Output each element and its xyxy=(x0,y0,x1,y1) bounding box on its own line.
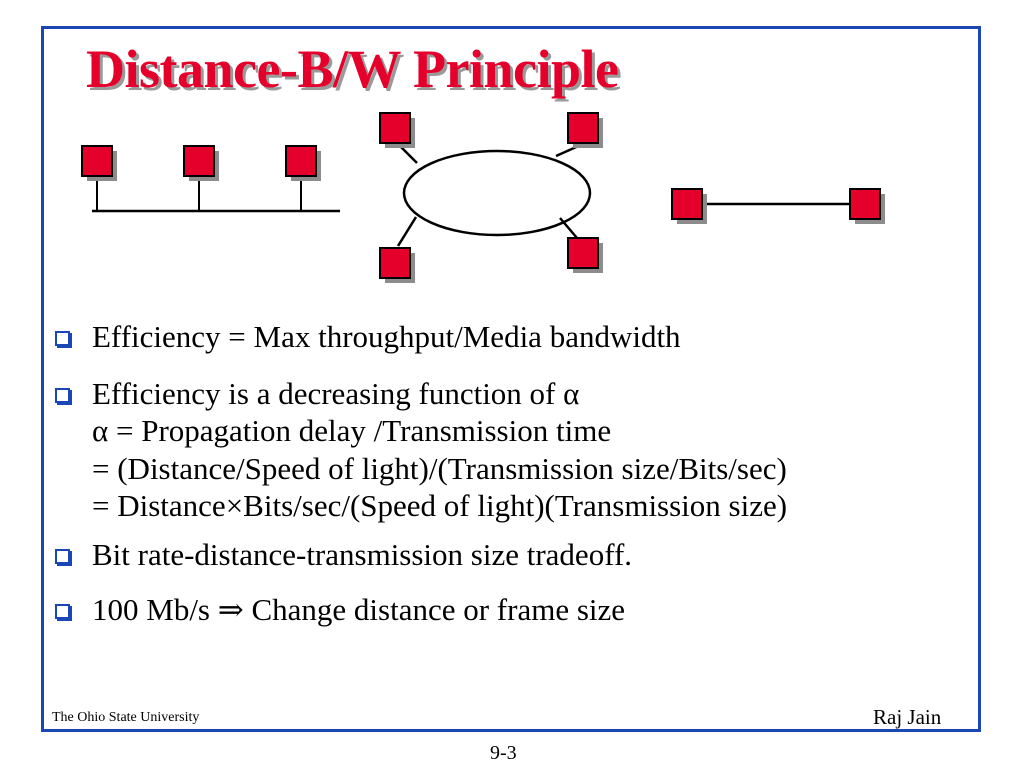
footer-author: Raj Jain xyxy=(873,705,942,729)
bullet-text: 100 Mb/s ⇒ Change distance or frame size xyxy=(92,592,626,628)
bullet-text: Efficiency is a decreasing function of α xyxy=(92,376,580,412)
bus-node-icon xyxy=(81,145,118,182)
ring-topology xyxy=(379,112,604,284)
bullet-text: Bit rate-distance-transmission size trad… xyxy=(92,536,633,572)
slide-title: Distance-B/W Principle xyxy=(86,39,619,99)
footer-institution: The Ohio State University xyxy=(52,710,200,725)
ring-node-icon xyxy=(567,237,604,274)
ring-ellipse xyxy=(402,149,592,237)
bullet-text: Efficiency = Max throughput/Media bandwi… xyxy=(92,319,681,354)
bullet-continuation-text: = (Distance/Speed of light)/(Transmissio… xyxy=(92,450,787,486)
hollow-square-bullet-icon xyxy=(55,331,70,346)
hollow-square-bullet-icon xyxy=(55,604,70,620)
hollow-square-bullet-icon xyxy=(55,548,70,564)
bullet-list: Efficiency = Max throughput/Media bandwi… xyxy=(55,318,985,628)
slide-frame xyxy=(41,26,981,732)
p2p-node-icon xyxy=(849,188,886,225)
hollow-square-bullet-icon xyxy=(55,388,70,404)
bullet-item: Efficiency = Max throughput/Media bandwi… xyxy=(55,318,985,355)
bus-node-icon xyxy=(285,145,322,182)
ring-node-icon xyxy=(379,112,416,149)
page-number: 9-3 xyxy=(490,742,517,764)
ring-link xyxy=(399,145,418,164)
bullet-continuation-text: α = Propagation delay /Transmission time xyxy=(92,413,612,449)
ring-link xyxy=(396,216,418,247)
p2p-node-icon xyxy=(671,188,708,225)
bus-topology xyxy=(81,145,340,213)
ring-node-icon xyxy=(567,112,604,149)
ring-link xyxy=(559,217,578,239)
bullet-item: Efficiency is a decreasing function of α… xyxy=(55,375,985,524)
bus-node-icon xyxy=(183,145,220,182)
bullet-item: 100 Mb/s ⇒ Change distance or frame size xyxy=(55,591,985,628)
bullet-item: Bit rate-distance-transmission size trad… xyxy=(55,536,985,573)
ring-node-icon xyxy=(379,247,416,284)
point-to-point-topology xyxy=(671,188,886,225)
bullet-continuation-text: = Distance×Bits/sec/(Speed of light)(Tra… xyxy=(92,487,788,523)
